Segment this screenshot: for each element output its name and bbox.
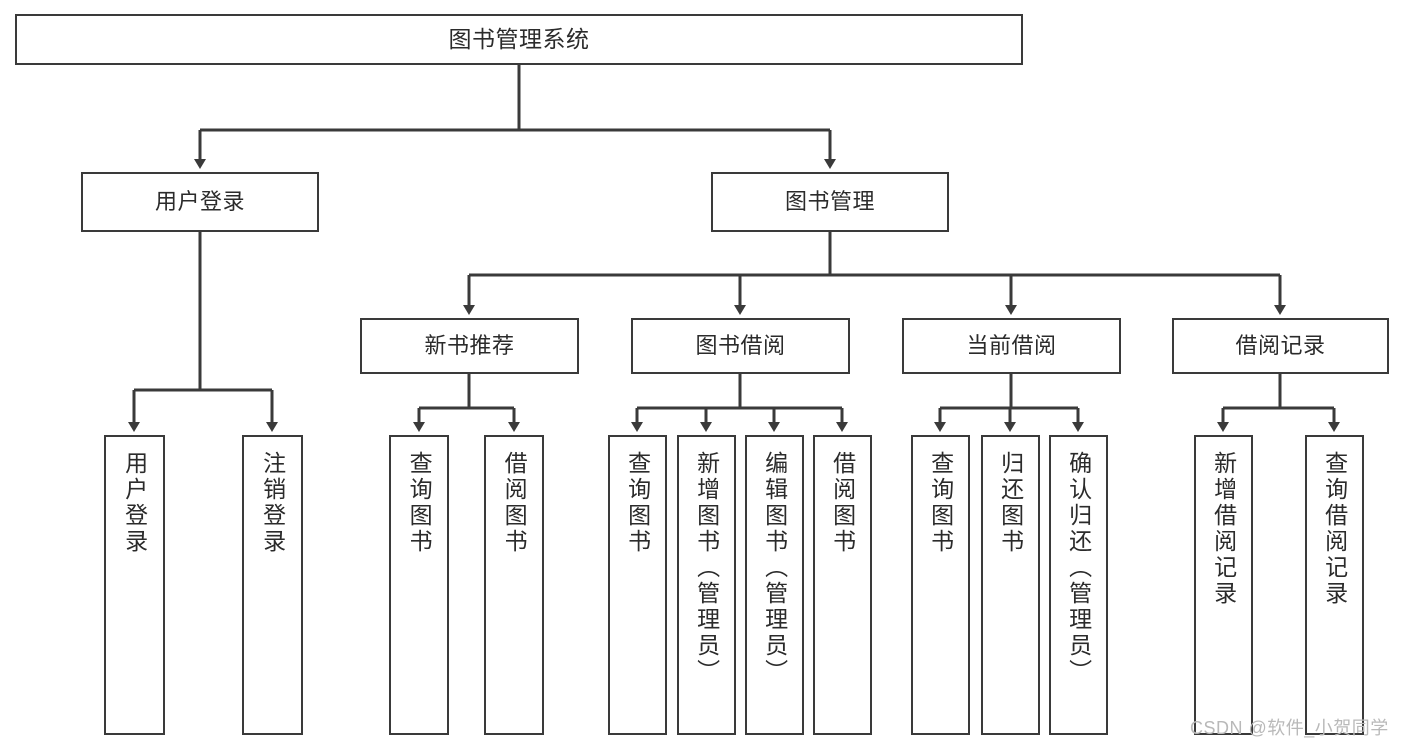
node-leaf-query-book-3[interactable]: 查询图书	[911, 435, 970, 735]
node-leaf-confirm-return-label: 确认归还（管理员）	[1065, 451, 1092, 685]
node-leaf-borrow-book-1[interactable]: 借阅图书	[484, 435, 544, 735]
node-book-borrow[interactable]: 图书借阅	[631, 318, 850, 374]
node-current-borrow-label: 当前借阅	[966, 333, 1057, 359]
node-book-manage-label: 图书管理	[784, 189, 875, 215]
node-user-login-label: 用户登录	[154, 189, 245, 215]
node-book-manage[interactable]: 图书管理	[711, 172, 949, 232]
node-leaf-user-logout-label: 注销登录	[259, 451, 286, 555]
node-leaf-query-book-3-label: 查询图书	[927, 451, 954, 555]
node-current-borrow[interactable]: 当前借阅	[902, 318, 1121, 374]
node-user-login[interactable]: 用户登录	[81, 172, 319, 232]
node-leaf-query-book-2-label: 查询图书	[624, 451, 651, 555]
node-root[interactable]: 图书管理系统	[15, 14, 1023, 65]
node-leaf-add-book[interactable]: 新增图书（管理员）	[677, 435, 736, 735]
node-new-book-recommend[interactable]: 新书推荐	[360, 318, 579, 374]
node-borrow-record[interactable]: 借阅记录	[1172, 318, 1389, 374]
node-book-borrow-label: 图书借阅	[695, 333, 786, 359]
node-leaf-edit-book[interactable]: 编辑图书（管理员）	[745, 435, 804, 735]
node-leaf-borrow-book-1-label: 借阅图书	[501, 451, 528, 555]
node-borrow-record-label: 借阅记录	[1235, 333, 1326, 359]
node-leaf-add-record-label: 新增借阅记录	[1210, 451, 1237, 607]
node-leaf-borrow-book-2[interactable]: 借阅图书	[813, 435, 872, 735]
node-leaf-return-book-label: 归还图书	[997, 451, 1024, 555]
node-leaf-return-book[interactable]: 归还图书	[981, 435, 1040, 735]
node-leaf-query-book-1-label: 查询图书	[406, 451, 433, 555]
node-leaf-query-record[interactable]: 查询借阅记录	[1305, 435, 1364, 735]
node-leaf-query-book-2[interactable]: 查询图书	[608, 435, 667, 735]
node-leaf-user-login-label: 用户登录	[121, 451, 148, 555]
node-leaf-add-record[interactable]: 新增借阅记录	[1194, 435, 1253, 735]
node-leaf-borrow-book-2-label: 借阅图书	[829, 451, 856, 555]
node-leaf-edit-book-label: 编辑图书（管理员）	[761, 451, 788, 685]
node-leaf-user-login[interactable]: 用户登录	[104, 435, 165, 735]
node-leaf-confirm-return[interactable]: 确认归还（管理员）	[1049, 435, 1108, 735]
watermark: CSDN @软件_小贺同学	[1190, 718, 1389, 738]
node-leaf-query-book-1[interactable]: 查询图书	[389, 435, 449, 735]
node-new-book-recommend-label: 新书推荐	[424, 333, 515, 359]
node-leaf-user-logout[interactable]: 注销登录	[242, 435, 303, 735]
node-leaf-query-record-label: 查询借阅记录	[1321, 451, 1348, 607]
node-leaf-add-book-label: 新增图书（管理员）	[693, 451, 720, 685]
node-root-label: 图书管理系统	[448, 25, 590, 52]
